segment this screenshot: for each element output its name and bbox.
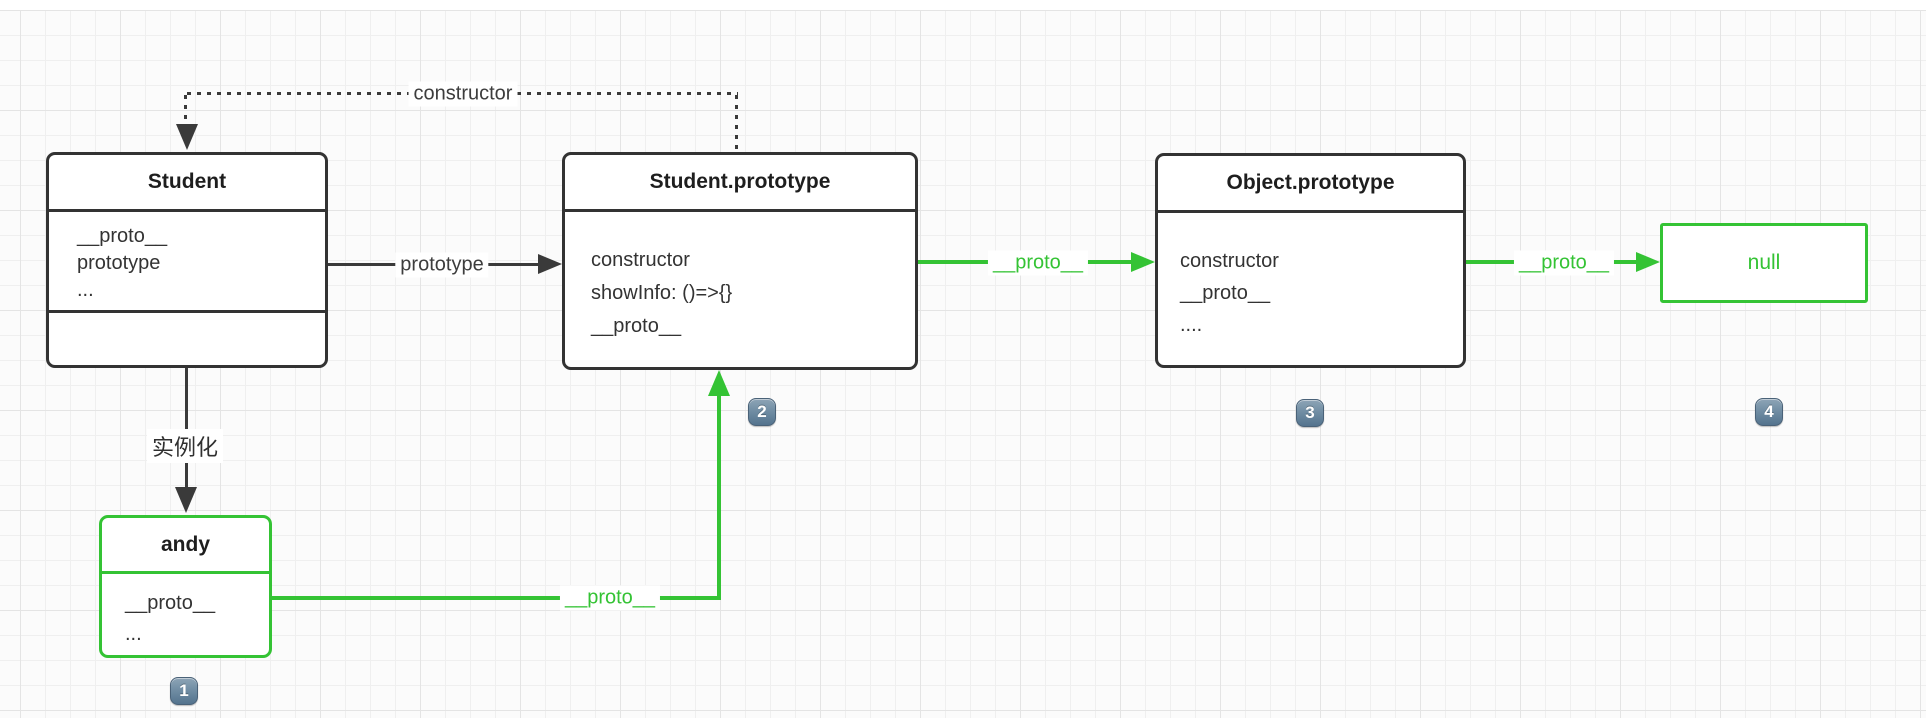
object-prototype-row-constructor: constructor (1180, 250, 1279, 272)
andy-node-title: andy (102, 518, 269, 574)
andy-row-proto: __proto__ (125, 592, 216, 614)
constructor-edge-vertical-left[interactable] (184, 95, 187, 125)
badge-2: 2 (748, 398, 776, 426)
andy-node[interactable]: andy __proto__ ... (99, 515, 272, 658)
object-prototype-node[interactable]: Object.prototype constructor __proto__ .… (1155, 153, 1466, 368)
student-prototype-node-title: Student.prototype (565, 155, 915, 212)
student-prototype-node[interactable]: Student.prototype constructor showInfo: … (562, 152, 918, 370)
student-prototype-row-showinfo: showInfo: ()=>{} (591, 282, 733, 304)
null-node-label: null (1747, 251, 1781, 274)
student-node-empty-compartment (49, 313, 325, 362)
student-prototype-row-proto: __proto__ (591, 315, 682, 337)
prototype-arrowhead-right-icon (538, 254, 562, 274)
constructor-edge-label: constructor (408, 81, 518, 107)
proto-edge-2-arrowhead-right-icon (1636, 252, 1660, 272)
canvas-top-margin (0, 0, 1926, 10)
proto-edge-3-horizontal[interactable] (272, 596, 721, 600)
badge-3: 3 (1296, 399, 1324, 427)
null-node[interactable]: null (1660, 223, 1868, 303)
andy-row-ellipsis: ... (125, 623, 142, 645)
proto-edge-1-label: __proto__ (987, 250, 1089, 276)
badge-1: 1 (170, 677, 198, 705)
object-prototype-node-attributes: constructor __proto__ .... (1158, 213, 1463, 341)
object-prototype-row-proto: __proto__ (1180, 282, 1271, 304)
badge-4: 4 (1755, 398, 1783, 426)
proto-edge-2-label: __proto__ (1513, 250, 1615, 276)
proto-edge-1-arrowhead-right-icon (1131, 252, 1155, 272)
object-prototype-row-ellipsis: .... (1180, 314, 1203, 336)
student-node-attributes: __proto__ prototype ... (49, 212, 325, 313)
student-node-title: Student (49, 155, 325, 212)
proto-edge-3-label: __proto__ (559, 585, 661, 611)
student-row-prototype: prototype (77, 252, 161, 274)
instantiate-edge-label: 实例化 (146, 429, 224, 463)
student-prototype-node-attributes: constructor showInfo: ()=>{} __proto__ (565, 212, 915, 343)
instantiate-arrowhead-down-icon (175, 487, 197, 513)
student-prototype-row-constructor: constructor (591, 249, 690, 271)
object-prototype-node-title: Object.prototype (1158, 156, 1463, 213)
student-node[interactable]: Student __proto__ prototype ... (46, 152, 328, 368)
proto-edge-3-arrowhead-up-icon (708, 370, 730, 396)
prototype-edge-label: prototype (395, 252, 489, 278)
constructor-edge-vertical-right[interactable] (735, 95, 738, 152)
student-row-ellipsis: ... (77, 279, 94, 301)
andy-node-attributes: __proto__ ... (102, 574, 269, 650)
constructor-arrowhead-down-icon (176, 124, 198, 150)
proto-edge-3-vertical[interactable] (717, 382, 721, 600)
student-row-proto: __proto__ (77, 225, 168, 247)
